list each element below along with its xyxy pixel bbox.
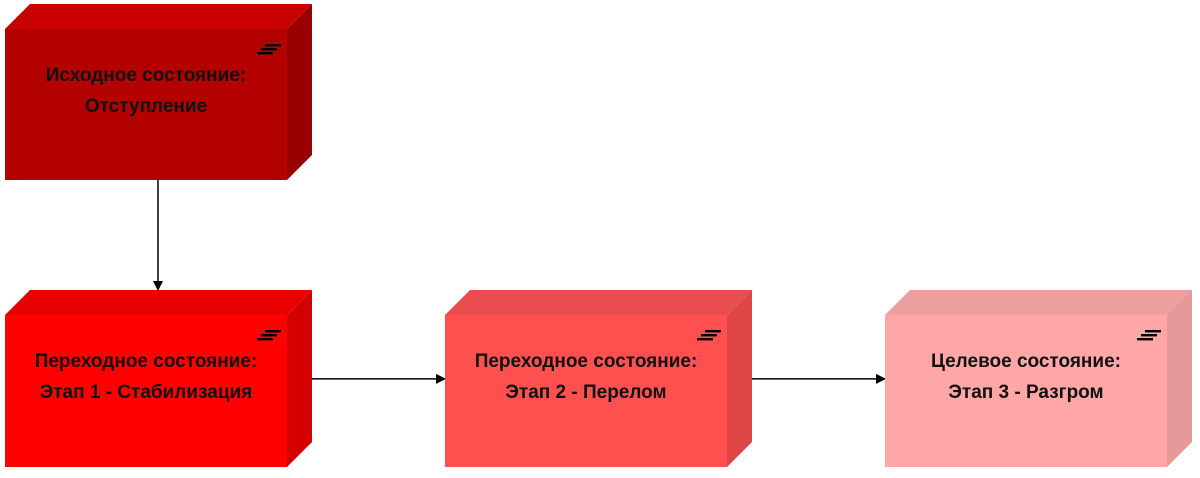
node-target-line2: Этап 3 - Разгром [948,382,1104,403]
node-initial-front-face [5,29,287,180]
node-initial[interactable] [5,4,312,180]
node-initial-side-face [287,4,312,180]
node-stage2-label: Переходное состояние: Этап 2 - Перелом [445,346,727,408]
node-stage1[interactable] [5,290,312,467]
stack-lines-icon [697,330,721,341]
node-stage2-front-face [445,315,727,467]
node-stage1-line2: Этап 1 - Стабилизация [39,382,253,403]
node-target-line1: Целевое состояние: [931,351,1121,372]
node-stage2-line2: Этап 2 - Перелом [505,382,667,403]
node-stage1-line1: Переходное состояние: [34,351,258,372]
node-stage2-top-face [445,290,752,315]
node-target[interactable] [885,290,1192,467]
node-stage2-side-face [727,290,752,467]
node-initial-line1: Исходное состояние: [45,65,247,86]
node-stage2[interactable] [445,290,752,467]
node-target-front-face [885,315,1167,467]
node-stage1-side-face [287,290,312,467]
node-initial-label: Исходное состояние: Отступление [5,60,287,122]
node-target-label: Целевое состояние: Этап 3 - Разгром [885,346,1167,408]
node-stage1-label: Переходное состояние: Этап 1 - Стабилиза… [5,346,287,408]
stack-lines-icon [1137,330,1161,341]
stack-lines-icon [257,330,281,341]
node-target-top-face [885,290,1192,315]
node-initial-top-face [5,4,312,29]
node-target-side-face [1167,290,1192,467]
node-stage2-line1: Переходное состояние: [474,351,698,372]
node-initial-line2: Отступление [84,96,208,117]
node-stage1-front-face [5,315,287,467]
node-stage1-top-face [5,290,312,315]
stack-lines-icon [257,44,281,55]
